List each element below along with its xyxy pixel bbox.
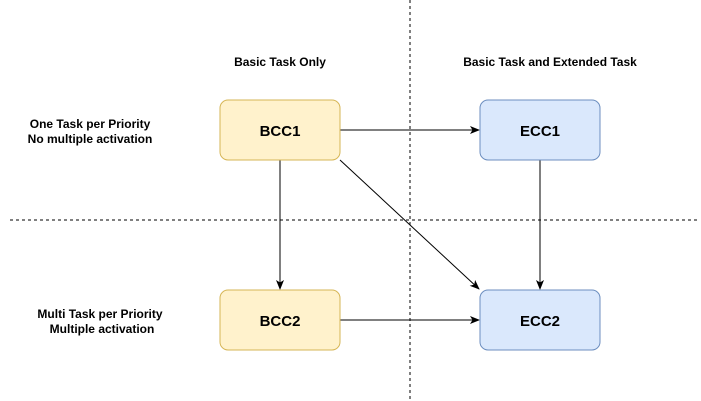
node-ecc2: ECC2: [479, 289, 601, 351]
row-label-bottom-line2: Multiple activation: [50, 322, 155, 336]
node-bcc1: BCC1: [219, 99, 341, 161]
node-ecc1: ECC1: [479, 99, 601, 161]
node-ecc2-label: ECC2: [520, 313, 560, 330]
row-label-top-line1: One Task per Priority: [30, 117, 151, 131]
node-ecc1-label: ECC1: [520, 123, 560, 140]
node-bcc2: BCC2: [219, 289, 341, 351]
row-label-top-line2: No multiple activation: [28, 132, 153, 146]
row-label-bottom-line1: Multi Task per Priority: [37, 307, 162, 321]
node-bcc1-label: BCC1: [260, 123, 301, 140]
node-bcc2-label: BCC2: [260, 313, 301, 330]
column-header-basic: Basic Task Only: [234, 55, 326, 69]
arrow-bcc1-to-ecc2: [339, 159, 480, 290]
column-header-extended: Basic Task and Extended Task: [463, 55, 637, 69]
